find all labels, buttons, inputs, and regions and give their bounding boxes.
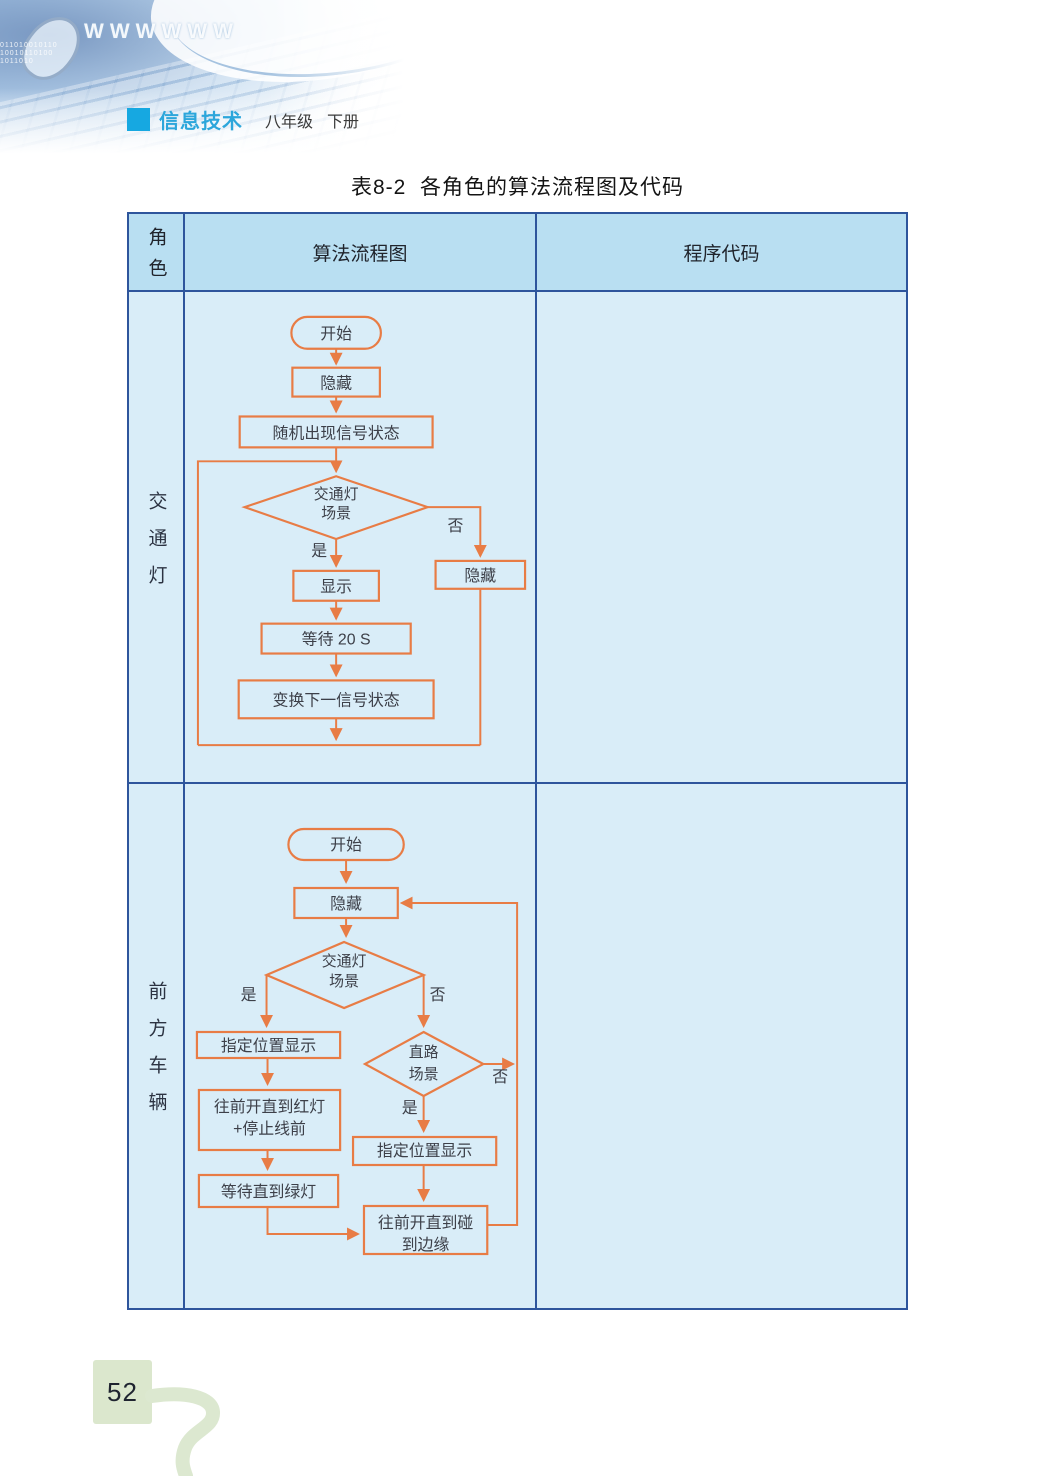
volume-label: 下册 — [327, 113, 360, 131]
flow2-connectors — [260, 860, 519, 1241]
book-band: 信息技术 八年级 下册 — [127, 105, 359, 134]
header-role-label: 角色 — [145, 227, 167, 289]
table-title: 表8-2 各角色的算法流程图及代码 — [350, 176, 685, 199]
flow1-hide-node — [291, 366, 381, 398]
code-cell-traffic-light — [537, 292, 906, 784]
flow1-show-label: 显示 — [320, 579, 352, 596]
flow2-drive-edge-label-2: 到边缘 — [402, 1236, 450, 1254]
flow2-show-left-node — [195, 1030, 342, 1060]
flow1-wait-node — [260, 622, 412, 655]
flow1-hide2-label: 隐藏 — [464, 567, 496, 585]
subject-title: 信息技术 — [159, 111, 243, 133]
flowchart-cell-vehicle-ahead: 开始 隐藏 交通灯 场景 是 否 指定位置显示 往前开直到红灯 +停止线前 等待… — [185, 784, 537, 1308]
flow1-hide2-node — [434, 559, 527, 590]
flow2-start-node — [287, 827, 405, 862]
flowchart-cell-traffic-light: 开始 隐藏 随机出现信号状态 交通灯 场景 是 否 显示 隐藏 等待 20 S … — [185, 292, 537, 784]
flow1-show-node — [292, 569, 380, 602]
flow2-show-right-node — [351, 1135, 498, 1167]
flow2-decision2-label-1: 直路 — [409, 1044, 439, 1061]
flow2-drive-red-label-1: 往前开直到红灯 — [214, 1098, 325, 1116]
code-cell-vehicle-ahead — [537, 784, 906, 1308]
role-label-vehicle-ahead: 前方车辆 — [145, 981, 167, 1129]
flow1-labels: 开始 隐藏 随机出现信号状态 交通灯 场景 是 否 显示 隐藏 等待 20 S … — [273, 325, 497, 710]
header-fade-overlay — [0, 0, 430, 160]
role-cell-traffic-light: 交通灯 — [129, 292, 185, 784]
flow2-no1-label: 否 — [430, 987, 446, 1004]
flow2-decision1-label-1: 交通灯 — [322, 952, 367, 970]
flow2-start-label: 开始 — [330, 836, 362, 854]
flow2-show-right-label: 指定位置显示 — [377, 1142, 472, 1160]
grade-label: 八年级 — [265, 113, 314, 131]
flow2-hide-node — [293, 886, 399, 920]
flow1-change-node — [237, 679, 435, 720]
header-cell-flowchart: 算法流程图 — [185, 214, 537, 292]
flow2-drive-edge-node — [362, 1204, 489, 1256]
flow1-start-node — [290, 315, 382, 350]
flow2-show-left-label: 指定位置显示 — [221, 1037, 316, 1055]
flow1-start-label: 开始 — [320, 325, 352, 343]
flow2-nodes — [195, 827, 498, 1256]
flow1-random-label: 随机出现信号状态 — [273, 424, 400, 442]
brand-square-icon — [127, 108, 150, 131]
flow2-wait-green-node — [197, 1173, 340, 1209]
flow2-drive-edge-label-1: 往前开直到碰 — [378, 1214, 473, 1232]
role-label-traffic-light: 交通灯 — [145, 490, 167, 602]
flow1-nodes — [237, 315, 527, 720]
flow1-decision-label-1: 交通灯 — [314, 485, 359, 503]
flow2-decision2-label-2: 场景 — [409, 1066, 439, 1083]
flow1-random-node — [238, 415, 434, 449]
flow2-yes2-label: 是 — [402, 1100, 418, 1117]
header-cell-role: 角色 — [129, 214, 185, 292]
flowchart-table: 角色 算法流程图 程序代码 交通灯 — [127, 212, 908, 1310]
flow2-decision2-node — [362, 1030, 486, 1098]
flow1-yes-label: 是 — [311, 543, 327, 560]
flow1-wait-label: 等待 20 S — [302, 631, 371, 649]
flow1-connectors — [196, 348, 487, 747]
flow1-decision-label-2: 场景 — [321, 505, 351, 522]
header-cell-code: 程序代码 — [537, 214, 906, 292]
flow2-decision1-label-2: 场景 — [329, 973, 359, 990]
page-number-badge: 52 — [93, 1360, 152, 1424]
flowchart-traffic-light: 开始 隐藏 随机出现信号状态 交通灯 场景 是 否 显示 隐藏 等待 20 S … — [196, 315, 527, 747]
header-decoration: 011010010110100101101001011010 WWWWWW — [0, 0, 430, 160]
flow2-drive-red-label-2: +停止线前 — [233, 1120, 306, 1138]
flow1-change-label: 变换下一信号状态 — [273, 691, 400, 709]
flow2-no2-label: 否 — [492, 1069, 508, 1086]
flow2-drive-red-node — [197, 1088, 342, 1152]
page-number: 52 — [107, 1376, 138, 1407]
header-code-label: 程序代码 — [683, 243, 760, 265]
flow1-no-label: 否 — [448, 518, 464, 535]
flowchart-vehicle-ahead: 开始 隐藏 交通灯 场景 是 否 指定位置显示 往前开直到红灯 +停止线前 等待… — [195, 827, 519, 1256]
flow2-labels: 开始 隐藏 交通灯 场景 是 否 指定位置显示 往前开直到红灯 +停止线前 等待… — [214, 836, 508, 1254]
flow2-decision1-node — [263, 940, 427, 1010]
decorative-curve — [145, 1387, 220, 1476]
flow2-wait-green-label: 等待直到绿灯 — [221, 1183, 316, 1201]
flow1-decision-node — [241, 475, 431, 541]
header-flowchart-label: 算法流程图 — [312, 243, 408, 265]
flow2-yes1-label: 是 — [241, 987, 257, 1004]
role-cell-vehicle-ahead: 前方车辆 — [129, 784, 185, 1308]
flow1-hide-label: 隐藏 — [320, 375, 352, 393]
flow2-hide-label: 隐藏 — [330, 895, 362, 913]
